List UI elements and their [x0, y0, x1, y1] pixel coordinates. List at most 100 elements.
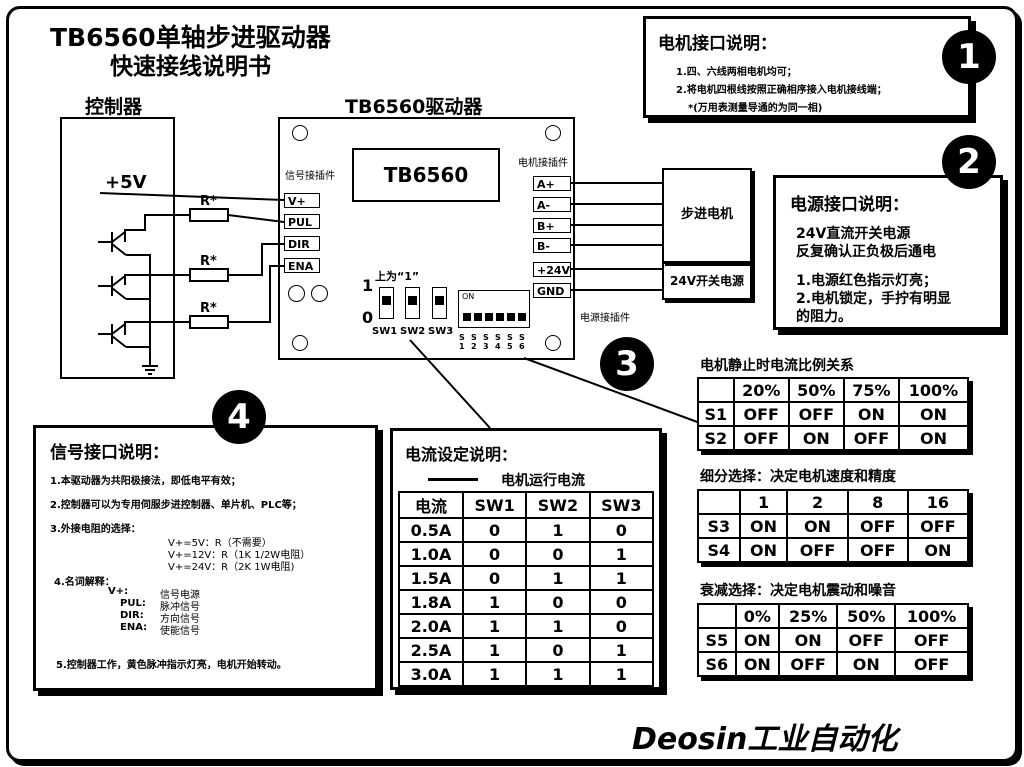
- section2-line: 的阻力。: [796, 309, 852, 325]
- table-cell: 1: [588, 565, 655, 591]
- pin-b-minus: B-: [533, 238, 571, 253]
- table-cell: ON: [787, 425, 845, 451]
- table-cell: OFF: [786, 537, 849, 563]
- section4-line: 3.外接电阻的选择：: [50, 524, 141, 535]
- table-cell: SW3: [588, 491, 655, 519]
- table-cell: S6: [697, 651, 737, 677]
- switch-sw3[interactable]: [432, 287, 447, 319]
- table2-title: 细分选择：决定电机速度和精度: [700, 469, 896, 485]
- resistor-label: R*: [200, 254, 217, 269]
- section2-number: 2: [942, 135, 996, 189]
- current-title: 电流设定说明：: [405, 445, 518, 464]
- table-cell: 50%: [836, 603, 897, 629]
- table-cell: ON: [734, 627, 781, 653]
- table-cell: ON: [786, 513, 849, 539]
- switch-sw2[interactable]: [405, 287, 420, 319]
- page-frame: [6, 6, 1018, 762]
- dip-label-s2: S2: [471, 333, 477, 351]
- table-cell: 0: [461, 517, 528, 543]
- table-cell: SW1: [461, 491, 528, 519]
- term-value: 使能信号: [160, 626, 200, 637]
- table-cell: 2.5A: [398, 637, 464, 663]
- table-cell: ON: [836, 651, 897, 677]
- pin-ena: ENA: [284, 258, 320, 273]
- table-cell: 1: [738, 489, 789, 515]
- table-cell: [697, 489, 741, 515]
- mount-hole: [292, 335, 308, 351]
- vplus-label: +5V: [105, 172, 147, 193]
- table-cell: OFF: [842, 425, 900, 451]
- table-cell: 100%: [897, 377, 970, 403]
- table-cell: OFF: [906, 513, 970, 539]
- table-cell: SW2: [525, 491, 591, 519]
- section1-number: 1: [942, 30, 996, 84]
- table-cell: ON: [738, 537, 789, 563]
- mount-hole: [292, 125, 308, 141]
- power-supply-label: 24V开关电源: [670, 274, 744, 288]
- sw2-label: SW2: [400, 326, 426, 337]
- indicator-led: [288, 285, 305, 302]
- power-header-label: 电源接插件: [580, 313, 630, 324]
- table-cell: 0: [461, 541, 528, 567]
- switch-one-label: 1: [362, 276, 374, 295]
- table-cell: 0: [588, 517, 655, 543]
- table-cell: 2: [786, 489, 849, 515]
- table-cell: 0: [525, 637, 591, 663]
- table-cell: OFF: [846, 513, 909, 539]
- dip-label-s1: S1: [459, 333, 465, 351]
- table1-title: 电机静止时电流比例关系: [700, 358, 854, 374]
- table-cell: 1.0A: [398, 541, 464, 567]
- table-cell: 1: [588, 541, 655, 567]
- section2-line: 1.电源红色指示灯亮；: [796, 273, 938, 289]
- table-cell: 1: [588, 637, 655, 663]
- section1-panel: 电机接口说明： 1.四、六线两相电机均可； 2.将电机四根线按照正确相序接入电机…: [643, 16, 971, 118]
- table-cell: OFF: [778, 651, 839, 677]
- dip-label-s5: S5: [507, 333, 513, 351]
- table-cell: 电流: [398, 491, 464, 519]
- resistor-option: V+=12V：R（1K 1/2W电阻）: [168, 550, 311, 561]
- dip-switch[interactable]: ON: [458, 290, 530, 328]
- table-cell: 3.0A: [398, 661, 464, 687]
- pin-gnd: GND: [533, 283, 571, 298]
- table-cell: 1.8A: [398, 589, 464, 615]
- section3-number: 3: [600, 337, 654, 391]
- mount-hole: [545, 335, 561, 351]
- table-cell: 8: [846, 489, 909, 515]
- table-cell: OFF: [846, 537, 909, 563]
- table-cell: 1: [588, 661, 655, 687]
- table3-title: 衰减选择：决定电机震动和噪音: [700, 583, 896, 599]
- table-cell: 0%: [734, 603, 781, 629]
- section2-line: 反复确认正负极后通电: [796, 244, 936, 260]
- table-cell: ON: [897, 401, 970, 427]
- section4-number: 4: [212, 390, 266, 444]
- pin-b-plus: B+: [533, 218, 571, 233]
- table-cell: 1: [461, 613, 528, 639]
- section2-line: 24V直流开关电源: [796, 226, 911, 242]
- chip-label: TB6560: [352, 148, 500, 202]
- table-cell: S1: [697, 401, 735, 427]
- brand-label: Deosin工业自动化: [632, 722, 898, 757]
- mount-hole: [545, 125, 561, 141]
- table-cell: 16: [906, 489, 970, 515]
- table-cell: S5: [697, 627, 737, 653]
- switch-sw1[interactable]: [379, 287, 394, 319]
- table-cell: ON: [778, 627, 839, 653]
- indicator-led: [311, 285, 328, 302]
- section4-line: 1.本驱动器为共阳极接法，即低电平有效；: [50, 476, 241, 487]
- legend-label: 电机运行电流: [501, 473, 585, 489]
- table-cell: 75%: [842, 377, 900, 403]
- switch-note: 上为“1”: [375, 270, 420, 283]
- table-cell: [697, 377, 735, 403]
